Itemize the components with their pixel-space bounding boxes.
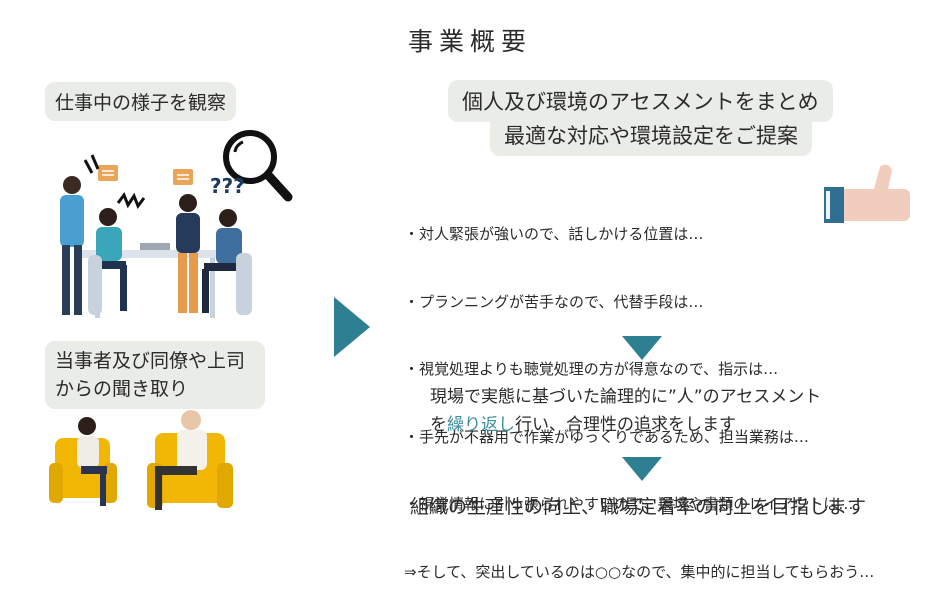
interview-label-line1: 当事者及び同僚や上司 [55, 347, 255, 375]
summary-line2: 最適な対応や環境設定をご提案 [490, 114, 812, 156]
question-marks: ??? [210, 174, 245, 198]
goal-statement: 組織の生産性の向上、職場定着率の向上を目指します [410, 492, 866, 519]
down-arrow-2 [622, 457, 662, 481]
process-paragraph: 現場で実態に基づいた論理的に”人”のアセスメント を繰り返し行い、合理性の追求を… [430, 383, 821, 439]
interview-label: 当事者及び同僚や上司 からの聞き取り [45, 341, 265, 409]
example-item: ・対人緊張が強いので、話しかける位置は… [404, 223, 874, 246]
interview-illustration [45, 408, 255, 523]
thumbs-up-icon [822, 163, 912, 233]
down-arrow-1 [622, 336, 662, 360]
office-meeting-illustration: ??? [40, 125, 340, 325]
process-line1: 現場で実態に基づいた論理的に”人”のアセスメント [430, 383, 821, 411]
interview-label-line2: からの聞き取り [55, 375, 255, 403]
example-conclusion: ⇒そして、突出しているのは○○なので、集中的に担当してもらおう… [404, 561, 874, 584]
observe-label: 仕事中の様子を観察 [45, 82, 236, 121]
example-item: ・プランニングが苦手なので、代替手段は… [404, 291, 874, 314]
process-line2: を繰り返し行い、合理性の追求をします [430, 411, 821, 439]
example-item: ・視覚処理よりも聴覚処理の方が得意なので、指示は… [404, 358, 874, 381]
repeat-emphasis: 繰り返し [447, 415, 515, 435]
page-title: 事業概要 [0, 22, 940, 58]
next-step-arrow [334, 297, 370, 357]
